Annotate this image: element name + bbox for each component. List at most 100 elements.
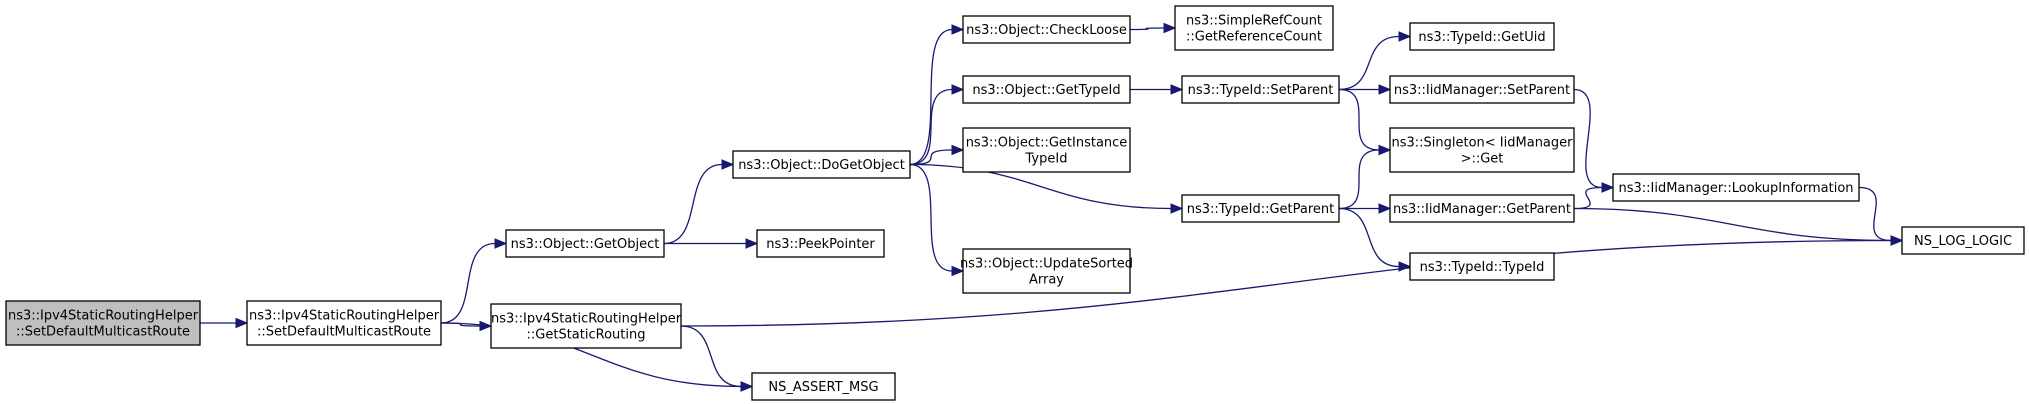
node-box — [246, 300, 442, 346]
node-label: Array — [1029, 273, 1064, 288]
node-peek[interactable]: ns3::PeekPointer — [756, 229, 885, 258]
node-log[interactable]: NS_LOG_LOGIC — [1901, 226, 2025, 255]
edge-line — [909, 149, 953, 166]
edge-line — [1338, 88, 1380, 151]
node-label: ns3::PeekPointer — [766, 237, 875, 252]
edge-line — [1129, 27, 1165, 31]
edge-check-refc — [1129, 22, 1177, 34]
edge-line — [1338, 207, 1400, 268]
node-label: ns3::TypeId::SetParent — [1188, 83, 1334, 98]
node-label: ns3::IidManager::GetParent — [1393, 202, 1571, 217]
edge-line — [680, 239, 1892, 327]
node-box — [751, 372, 896, 401]
edge-line — [663, 163, 723, 245]
edge-gsr-assert — [680, 325, 754, 392]
edge-line — [440, 242, 496, 324]
node-label: ns3::TypeId::GetUid — [1418, 30, 1545, 45]
edge-line — [1573, 186, 1603, 210]
node-refc[interactable]: ns3::SimpleRefCount::GetReferenceCount — [1174, 5, 1334, 51]
node-label: ns3::Object::CheckLoose — [966, 23, 1127, 38]
node-label: ns3::Ipv4StaticRoutingHelper — [8, 309, 199, 324]
edge-dogetobj-upd — [909, 163, 965, 277]
node-gettid[interactable]: ns3::Object::GetTypeId — [962, 75, 1131, 104]
edge-dogetobj-getpar — [909, 163, 1184, 214]
node-label: ns3::Object::GetTypeId — [972, 83, 1120, 98]
edge-setpar-iidsp — [1339, 84, 1392, 95]
edge-iidgp-log — [1573, 207, 1904, 246]
edge-arrowhead — [1398, 261, 1412, 272]
edge-arrowhead — [951, 265, 965, 277]
node-dogetobj[interactable]: ns3::Object::DoGetObject — [732, 150, 911, 179]
edge-lookup-log — [1858, 186, 1904, 246]
edge-iidgp-lookup — [1573, 182, 1615, 210]
node-label: ::GetStaticRouting — [527, 328, 646, 343]
node-label: ns3::Object::DoGetObject — [738, 158, 905, 173]
edge-arrowhead — [1890, 235, 1904, 246]
node-label: ns3::Object::UpdateSorted — [960, 257, 1133, 272]
edge-arrowhead — [951, 144, 965, 156]
node-label: NS_LOG_LOGIC — [1914, 234, 2012, 249]
node-lookup[interactable]: ns3::IidManager::LookupInformation — [1612, 173, 1860, 202]
edge-getobj-dogetobj — [663, 159, 735, 245]
edge-getpar-tid — [1338, 207, 1412, 272]
node-getpar[interactable]: ns3::TypeId::GetParent — [1181, 194, 1340, 223]
edge-arrowhead — [1378, 144, 1392, 156]
node-getuid[interactable]: ns3::TypeId::GetUid — [1409, 22, 1555, 51]
node-root[interactable]: ns3::Ipv4StaticRoutingHelper::SetDefault… — [5, 300, 201, 346]
node-label: ns3::IidManager::LookupInformation — [1618, 181, 1853, 196]
node-box — [1389, 127, 1575, 173]
node-single[interactable]: ns3::Singleton< IidManager >::Get — [1389, 127, 1575, 173]
edge-arrowhead — [740, 381, 754, 392]
node-label: ns3::Object::GetInstance — [966, 136, 1128, 151]
edge-line — [909, 163, 1172, 210]
edge-dogetobj-check — [909, 24, 965, 166]
edge-line — [909, 88, 953, 166]
edge-getobj-peek — [663, 238, 759, 249]
node-label: ns3::Ipv4StaticRoutingHelper — [249, 309, 440, 324]
node-box — [962, 248, 1131, 294]
node-label: ::GetReferenceCount — [1186, 30, 1322, 45]
edge-dogetobj-gettid — [909, 84, 965, 166]
edge-arrowhead — [1163, 22, 1177, 34]
node-label: TypeId — [1025, 152, 1068, 167]
node-getobj[interactable]: ns3::Object::GetObject — [505, 229, 665, 258]
node-box — [1174, 5, 1334, 51]
edge-line — [909, 163, 953, 272]
edge-arrowhead — [1170, 203, 1184, 214]
edge-gettid-setpar — [1130, 84, 1184, 95]
node-assert[interactable]: NS_ASSERT_MSG — [751, 372, 896, 401]
edge-iidsp-lookup — [1573, 88, 1615, 193]
node-label: ns3::TypeId::TypeId — [1420, 260, 1545, 275]
node-gsr[interactable]: ns3::Ipv4StaticRoutingHelper::GetStaticR… — [490, 303, 682, 349]
edge-arrowhead — [494, 238, 508, 249]
node-tid[interactable]: ns3::TypeId::TypeId — [1409, 252, 1555, 281]
edge-setpar-single — [1338, 88, 1392, 156]
node-label: NS_ASSERT_MSG — [768, 380, 878, 395]
edge-arrowhead — [951, 84, 965, 95]
node-label: >::Get — [1461, 152, 1504, 167]
node-box — [1389, 194, 1575, 223]
edge-setpar-getuid — [1338, 31, 1412, 91]
edge-arrowhead — [1170, 84, 1184, 95]
node-box — [1389, 75, 1575, 104]
node-box — [1181, 75, 1340, 104]
edge-line — [1573, 207, 1892, 242]
node-iidsp[interactable]: ns3::IidManager::SetParent — [1389, 75, 1575, 104]
node-check[interactable]: ns3::Object::CheckLoose — [962, 15, 1131, 44]
node-label: ::SetDefaultMulticastRoute — [257, 325, 431, 340]
node-iidgp[interactable]: ns3::IidManager::GetParent — [1389, 194, 1575, 223]
edge-root-sdmr — [200, 317, 249, 329]
edge-arrowhead — [1378, 84, 1392, 95]
nodes-layer: ns3::Ipv4StaticRoutingHelper::SetDefault… — [5, 5, 2025, 401]
node-box — [732, 150, 911, 179]
node-box — [1181, 194, 1340, 223]
node-box — [962, 15, 1131, 44]
edge-line — [1573, 88, 1603, 189]
node-box — [962, 75, 1131, 104]
node-setpar[interactable]: ns3::TypeId::SetParent — [1181, 75, 1340, 104]
node-label: ns3::IidManager::SetParent — [1394, 83, 1570, 98]
node-sdmr[interactable]: ns3::Ipv4StaticRoutingHelper::SetDefault… — [246, 300, 442, 346]
